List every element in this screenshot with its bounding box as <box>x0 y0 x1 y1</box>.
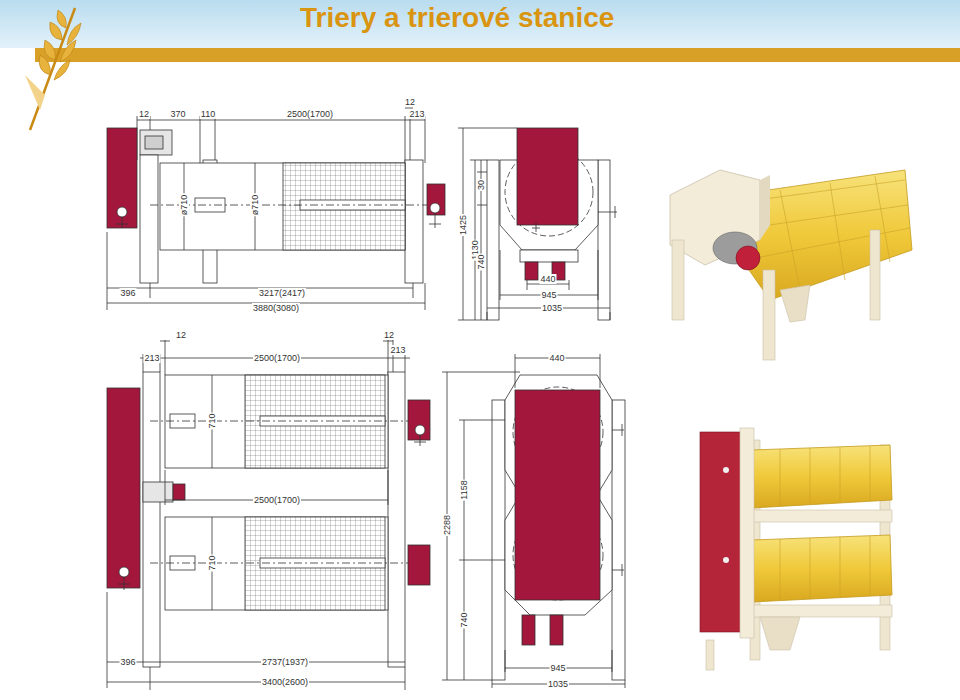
dimension-label: 30 <box>476 179 486 191</box>
dimension-label: 2288 <box>442 514 452 536</box>
dimension-label: 1035 <box>547 679 569 689</box>
dimension-label: 945 <box>549 663 566 673</box>
dimension-label: 2500(1700) <box>286 109 334 119</box>
dimension-label: ø710 <box>179 194 189 217</box>
dimension-label: 3880(3080) <box>252 303 300 313</box>
dimension-label: 396 <box>119 288 136 298</box>
dimension-label: 2737(1937) <box>261 657 309 667</box>
dimension-label: 710 <box>207 554 217 571</box>
header-band <box>0 0 960 48</box>
dimension-label: 440 <box>539 274 556 284</box>
wheat-icon <box>25 8 81 130</box>
end-view-single <box>458 128 617 320</box>
end-view-double <box>442 354 625 688</box>
dimension-label: 2500(1700) <box>253 495 301 505</box>
dimension-label: 1425 <box>458 214 468 236</box>
dimension-label: 213 <box>408 109 425 119</box>
dimension-label: 213 <box>389 345 406 355</box>
dimension-label: 396 <box>119 657 136 667</box>
page-title: Triery a trierové stanice <box>300 2 614 34</box>
machine-photo-double <box>700 428 892 670</box>
dimension-label: 710 <box>207 412 217 429</box>
machine-photo-single <box>670 170 912 360</box>
dimension-label: 740 <box>476 253 486 270</box>
dimension-label: 12 <box>404 97 416 107</box>
side-view-single <box>107 108 445 310</box>
header-rule <box>35 48 960 62</box>
dimension-label: 12 <box>138 109 150 119</box>
dimension-label: 3217(2417) <box>258 288 306 298</box>
dimension-label: 1158 <box>459 479 469 500</box>
dimension-label: 740 <box>459 611 469 628</box>
side-view-double <box>107 340 430 690</box>
dimension-label: 12 <box>175 330 187 340</box>
dimension-label: 945 <box>540 290 557 300</box>
dimension-label: ø710 <box>250 194 260 217</box>
dimension-label: 12 <box>383 330 395 340</box>
dimension-label: 213 <box>143 353 160 363</box>
dimension-label: 3400(2600) <box>261 677 309 687</box>
dimension-label: 440 <box>548 353 565 363</box>
dimension-label: 1035 <box>541 303 563 313</box>
dimension-label: 370 <box>169 109 186 119</box>
dimension-label: 2500(1700) <box>253 353 301 363</box>
dimension-label: 110 <box>200 109 216 119</box>
